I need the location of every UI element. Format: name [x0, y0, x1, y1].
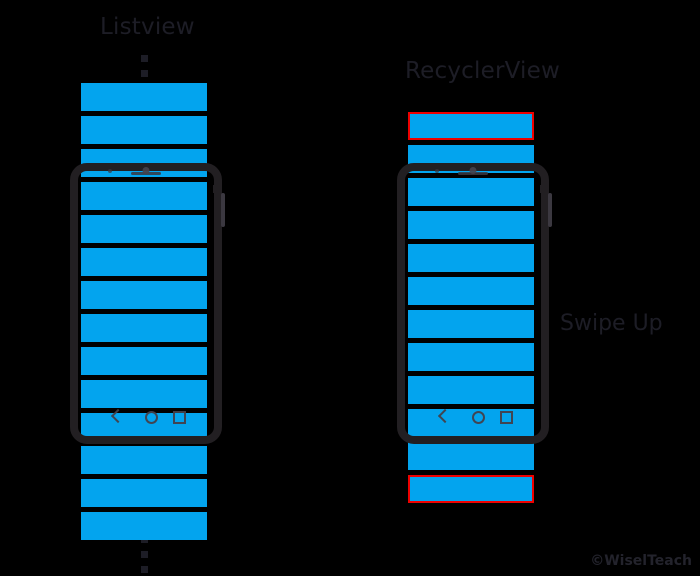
- list-item[interactable]: [408, 145, 534, 173]
- list-item[interactable]: [408, 178, 534, 206]
- power-button-notch-icon: [213, 185, 219, 193]
- list-item[interactable]: [81, 182, 207, 210]
- list-item[interactable]: [81, 512, 207, 540]
- recyclerview-title: RecyclerView: [405, 58, 560, 84]
- list-item[interactable]: [408, 310, 534, 338]
- list-item[interactable]: [81, 380, 207, 408]
- power-button-notch-icon: [540, 185, 546, 193]
- list-item[interactable]: [81, 446, 207, 474]
- power-button-icon: [221, 193, 225, 227]
- list-item[interactable]: [81, 149, 207, 177]
- list-item[interactable]: [81, 116, 207, 144]
- list-item-highlighted[interactable]: [408, 112, 534, 140]
- vertical-ellipsis-icon-bottom: [141, 536, 148, 573]
- list-item[interactable]: [81, 83, 207, 111]
- list-item[interactable]: [81, 248, 207, 276]
- watermark: ©WiselTeach: [590, 553, 692, 569]
- list-item[interactable]: [408, 343, 534, 371]
- list-item[interactable]: [81, 413, 207, 441]
- list-item[interactable]: [81, 281, 207, 309]
- list-item[interactable]: [408, 211, 534, 239]
- list-item[interactable]: [408, 442, 534, 470]
- list-item[interactable]: [81, 479, 207, 507]
- list-item[interactable]: [81, 215, 207, 243]
- list-item-highlighted[interactable]: [408, 475, 534, 503]
- list-item[interactable]: [408, 409, 534, 437]
- list-item[interactable]: [81, 347, 207, 375]
- list-item[interactable]: [81, 314, 207, 342]
- power-button-icon: [548, 193, 552, 227]
- list-item[interactable]: [408, 244, 534, 272]
- list-item[interactable]: [408, 376, 534, 404]
- listview-title: Listview: [100, 14, 195, 40]
- swipe-up-label: Swipe Up: [560, 311, 663, 336]
- list-item[interactable]: [408, 277, 534, 305]
